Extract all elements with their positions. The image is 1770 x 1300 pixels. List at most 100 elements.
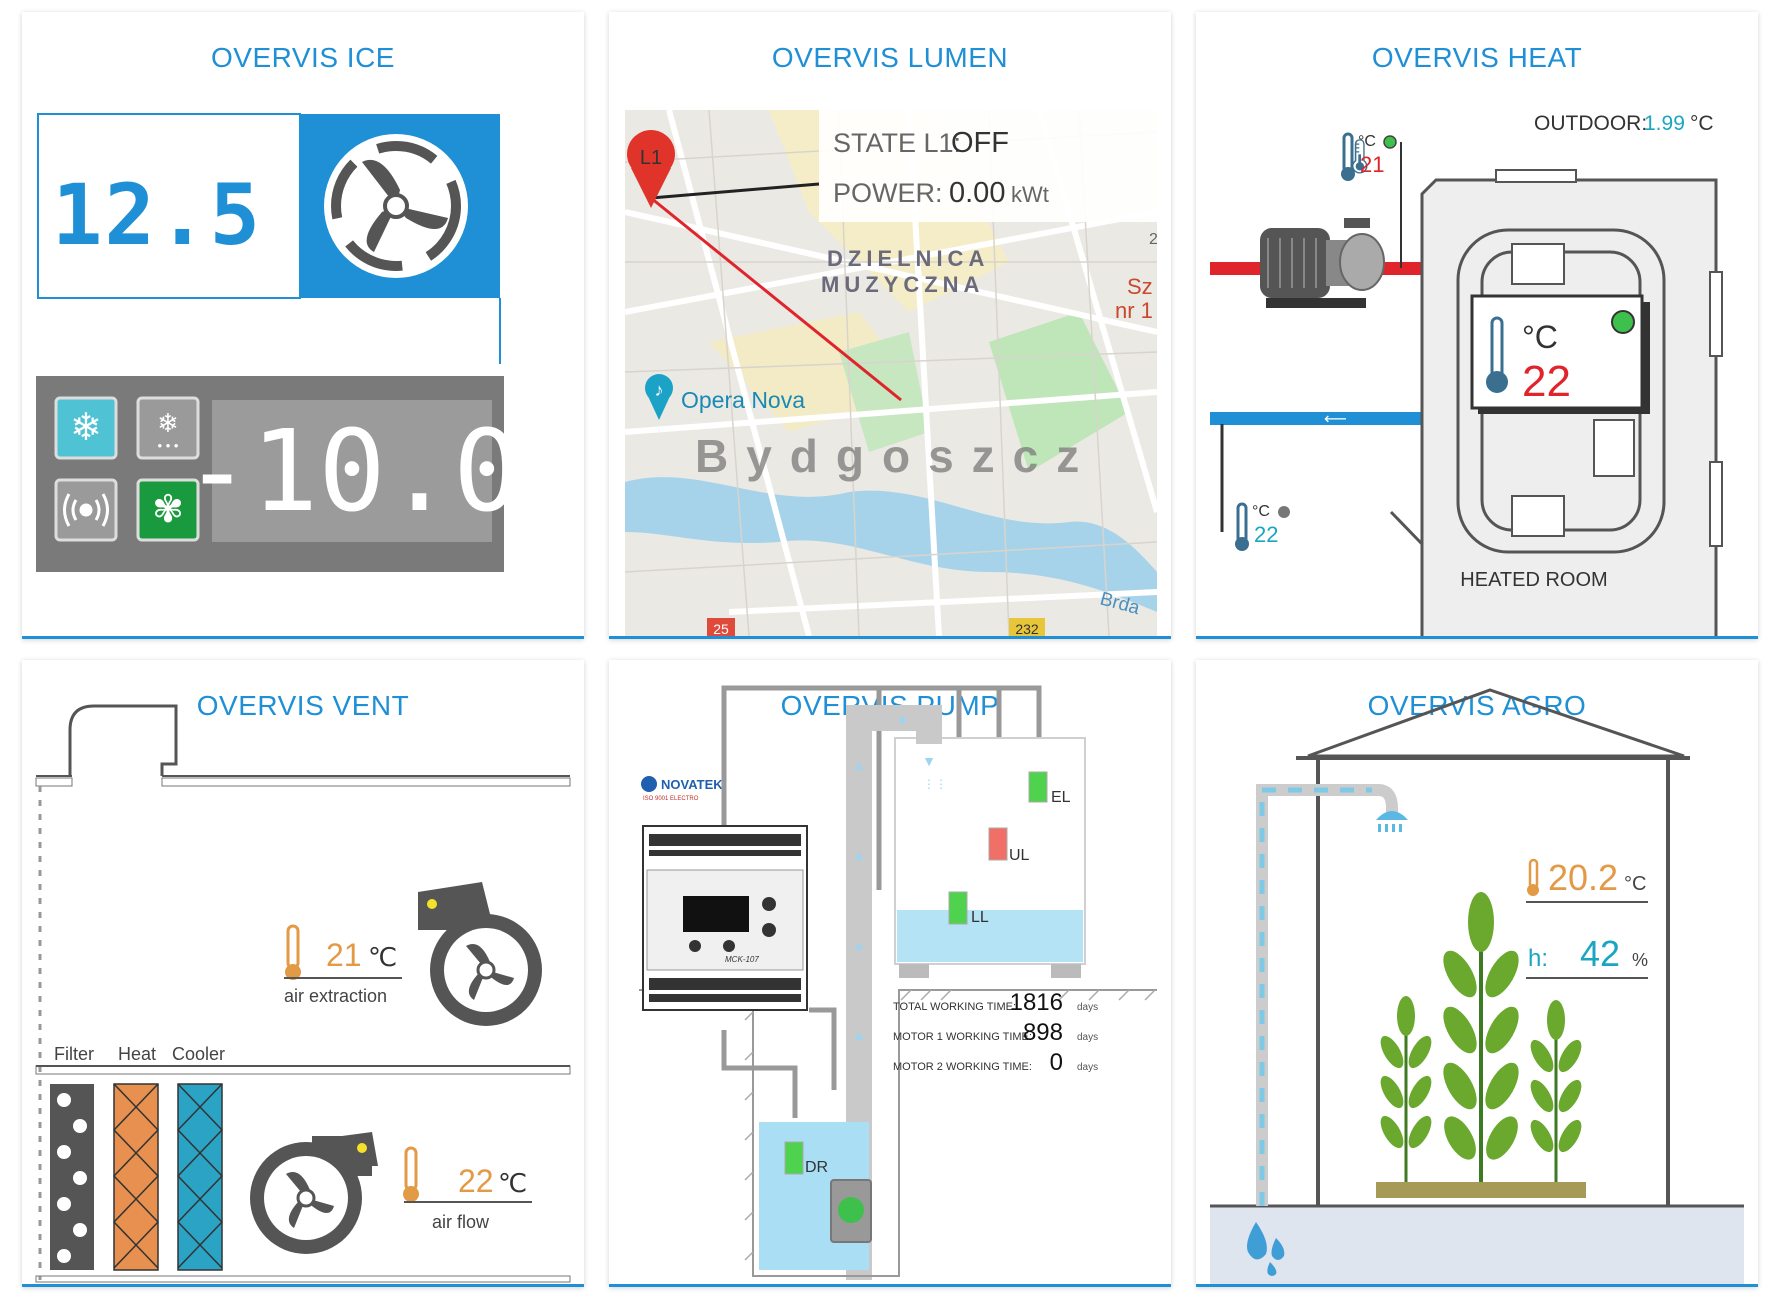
pump-icon (1260, 218, 1385, 308)
outdoor-label: OUTDOOR: (1534, 112, 1647, 135)
stat-value: 0 (1050, 1049, 1063, 1076)
fan-mode-icon: ✾ (152, 489, 184, 531)
map-edge-label-3: 2 (1149, 231, 1158, 248)
road-label-1: 25 (713, 621, 729, 636)
flow-temp: 22 (458, 1163, 494, 1199)
state-label: STATE L1: (833, 128, 961, 158)
temperature-readout: 20.2 °C (1526, 857, 1648, 903)
vent-scheme: 21 ℃ air extraction Filter Heat Cooler (35, 704, 571, 1283)
novatek-logo: NOVATEK ISO 9001 ELECTRO (641, 776, 723, 802)
stat-unit: days (1077, 1062, 1098, 1073)
stat-unit: days (1077, 1032, 1098, 1043)
heat-label: Heat (118, 1044, 156, 1064)
snowflake-button[interactable]: ❄ (54, 396, 118, 460)
power-value: 0.00 (949, 177, 1005, 209)
supply-unit: °C (1358, 133, 1376, 150)
map-label-top: Uniwersyt (999, 89, 1087, 111)
agro-scheme: 20.2 °C h: 42 % (1210, 688, 1744, 1284)
el-sensor: EL (1028, 771, 1071, 806)
poi-marker[interactable]: ♪ (645, 374, 673, 420)
power-label: POWER: (833, 178, 943, 208)
ul-label: UL (1009, 847, 1030, 864)
card-overvis-lumen[interactable]: OVERVIS LUMEN Uniwersyt STATE L1: OFF (609, 12, 1171, 639)
humidity-readout: h: 42 % (1526, 933, 1648, 979)
pump-scheme: NOVATEK ISO 9001 ELECTRO ▲▲▲▲▲►▼ ⋮⋮ EL U… (639, 685, 1157, 1280)
road-label-2: 232 (1015, 621, 1039, 636)
room-label: HEATED ROOM (1460, 569, 1607, 591)
poi-label: Opera Nova (681, 387, 805, 413)
map-edge-label-1: Sz (1127, 274, 1153, 299)
ice-panel: 12.5 ❄ ❄ • • • (36, 113, 521, 572)
card-overvis-pump[interactable]: OVERVIS PUMP NOVATEK ISO 9001 ELECTRO ▲▲… (609, 660, 1171, 1287)
flow-unit: ℃ (498, 1168, 527, 1198)
fan-button[interactable]: ✾ (136, 478, 200, 542)
vibration-icon (63, 493, 109, 527)
card-title[interactable]: OVERVIS HEAT (1371, 42, 1583, 73)
heat-scheme: OUTDOOR: 1.99 °C ⟵ 🌡 °C 21 °C 22 (1210, 112, 1723, 636)
agro-temp: 20.2 (1548, 857, 1618, 898)
stat-unit: days (1077, 1002, 1098, 1013)
snowflake-icon: ❄ (70, 407, 102, 449)
stat-value: 898 (1023, 1019, 1063, 1046)
svg-text:►: ► (897, 711, 911, 727)
defrost-button[interactable]: ❄ • • • (136, 396, 200, 460)
svg-text:▲: ▲ (852, 937, 866, 953)
room-temp: 22 (1522, 357, 1571, 406)
music-note-icon: ♪ (655, 380, 664, 400)
shower-icon (1376, 811, 1408, 832)
power-unit: kWt (1011, 182, 1049, 207)
device-model: MCK-107 (725, 955, 759, 964)
cooler-label: Cooler (172, 1044, 225, 1064)
filter-block (50, 1084, 94, 1270)
light-marker[interactable]: L1 (627, 130, 675, 208)
state-value: OFF (951, 127, 1009, 159)
stat-label: MOTOR 2 WORKING TIME: (893, 1061, 1032, 1073)
card-title[interactable]: OVERVIS ICE (211, 42, 395, 73)
vibration-button[interactable] (54, 478, 118, 542)
humidity-value: 42 (1580, 933, 1620, 974)
plant-icon (1380, 892, 1582, 1182)
district-label-2: MUZYCZNA (821, 272, 984, 297)
return-temp: 22 (1254, 522, 1278, 547)
el-label: EL (1051, 789, 1071, 806)
flow-sensor: 22 ℃ air flow (403, 1146, 532, 1232)
dr-sensor: DR (784, 1141, 828, 1176)
extraction-temp: 21 (326, 937, 362, 973)
marker-label: L1 (640, 147, 662, 169)
room-unit: °C (1522, 319, 1558, 355)
card-overvis-vent[interactable]: OVERVIS VENT 21 ℃ air extraction (22, 660, 584, 1287)
extraction-label: air extraction (284, 986, 387, 1006)
city-label: Bydgoszcz (695, 430, 1097, 482)
card-overvis-ice[interactable]: OVERVIS ICE 12.5 ❄ ❄ • • • (22, 12, 584, 639)
supply-fan-icon (250, 1132, 378, 1254)
humidity-unit: % (1632, 950, 1648, 970)
water-drops-icon (1247, 1222, 1285, 1276)
setpoint-display: 12.5 (52, 166, 262, 264)
stat-value: 1816 (1010, 989, 1063, 1016)
submersible-pump-icon (830, 1179, 872, 1243)
card-title[interactable]: OVERVIS VENT (196, 690, 410, 721)
svg-text:• • •: • • • (158, 438, 179, 453)
extraction-unit: ℃ (368, 942, 397, 972)
outdoor-value: 1.99 (1644, 112, 1685, 135)
card-title[interactable]: OVERVIS LUMEN (771, 42, 1009, 73)
ll-label: LL (971, 909, 989, 926)
ll-sensor: LL (948, 891, 989, 926)
supply-temp: 21 (1360, 152, 1384, 177)
return-sensor: °C 22 (1235, 502, 1290, 551)
lumen-map[interactable]: Uniwersyt STATE L1: OFF POWER: 0.00 kWt … (609, 12, 1171, 636)
svg-text:▲: ▲ (852, 757, 866, 773)
temperature-display: -10.0 (183, 407, 520, 537)
map-edge-label-2: nr 1 (1115, 298, 1153, 323)
card-overvis-agro[interactable]: OVERVIS AGRO (1196, 660, 1758, 1287)
svg-text:▲: ▲ (852, 847, 866, 863)
brand-sub: ISO 9001 ELECTRO (643, 796, 699, 802)
filter-label: Filter (54, 1044, 94, 1064)
cooler-block (176, 1083, 224, 1271)
card-overvis-heat[interactable]: OVERVIS HEAT OUTDOOR: 1.99 °C ⟵ 🌡 °C 21 … (1196, 12, 1758, 639)
svg-text:⟵: ⟵ (1324, 411, 1347, 428)
outdoor-unit: °C (1690, 112, 1714, 135)
svg-text:⋮⋮: ⋮⋮ (923, 777, 947, 791)
controller-device: MCK-107 (642, 825, 808, 1011)
svg-text:▼: ▼ (922, 753, 936, 769)
